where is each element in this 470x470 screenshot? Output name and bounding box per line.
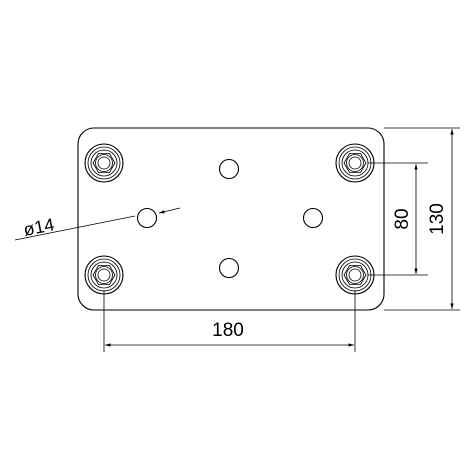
hole-bottom-center [218,257,240,279]
bolt-bottom-left [84,255,124,295]
diameter-leader-arrow [158,207,181,214]
dimension-80-label: 80 [392,208,413,229]
hole-right [302,207,324,229]
hole-left [136,207,158,229]
hole-diameter-label: ø14 [22,214,56,240]
dimension-180-label: 180 [212,320,244,341]
diameter-leader-line [14,215,136,241]
hole-top-center [218,158,240,180]
base-plate-outline [77,127,385,311]
dimension-130-label: 130 [427,203,448,235]
bolt-top-left [84,143,124,183]
